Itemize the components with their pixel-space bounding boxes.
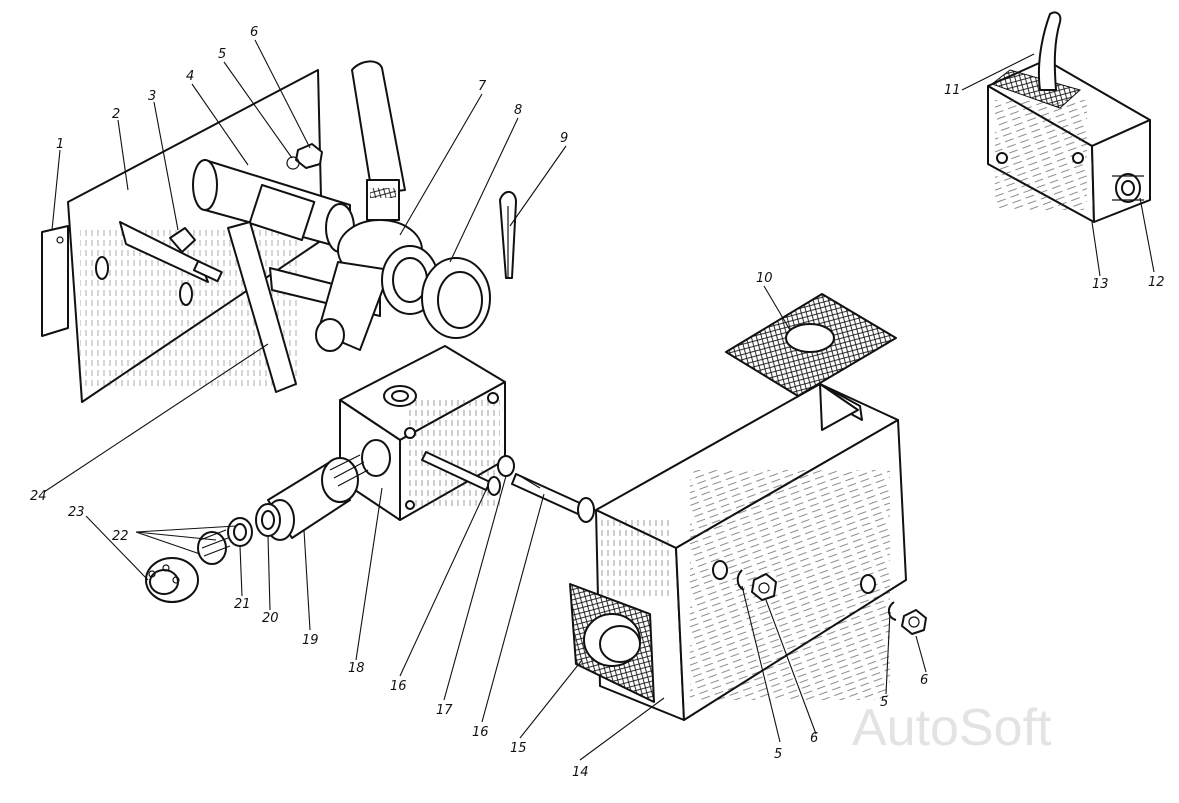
label-16-left: 16 [390,679,407,694]
protective-housing [595,383,907,721]
leader-lines [43,39,1155,761]
lock-washer [497,455,515,477]
label-23: 23 [68,505,85,520]
label-22: 22 [112,529,129,544]
label-12: 12 [1148,275,1165,290]
label-13: 13 [1092,277,1109,292]
label-6-housing: 6 [810,731,818,746]
cotter-pin [499,191,517,279]
label-11: 11 [944,83,961,98]
part-labels: 1 2 3 4 5 6 7 8 9 10 11 12 13 14 15 16 1… [30,25,1165,780]
label-1: 1 [56,137,64,152]
label-5-top: 5 [218,47,226,62]
label-16-right: 16 [472,725,489,740]
label-6-top: 6 [250,25,258,40]
inspection-window [569,583,655,703]
label-2: 2 [112,107,120,122]
label-20: 20 [262,611,279,626]
sealing-ring [421,257,491,339]
label-6-side: 6 [920,673,928,688]
label-14: 14 [572,765,589,780]
label-19: 19 [302,633,319,648]
housing-fasteners [736,569,927,635]
label-17: 17 [436,703,453,718]
label-15: 15 [510,741,527,756]
label-3: 3 [148,89,156,104]
label-10: 10 [756,271,773,286]
watermark: AutoSoft [852,699,1052,757]
label-4: 4 [186,69,194,84]
valve-box [339,345,506,521]
fitting-stack [145,454,369,603]
label-5-side: 5 [880,695,888,710]
label-21: 21 [234,597,251,612]
lever-assembly [119,143,381,393]
box-bolt-short [421,451,501,496]
rubber-gasket [725,293,897,397]
label-7: 7 [478,79,487,94]
switch-block [987,11,1151,223]
label-18: 18 [348,661,365,676]
box-bolt-long [511,473,595,523]
label-8: 8 [514,103,522,118]
label-24: 24 [30,489,47,504]
label-5-housing: 5 [774,747,782,762]
label-9: 9 [560,131,568,146]
